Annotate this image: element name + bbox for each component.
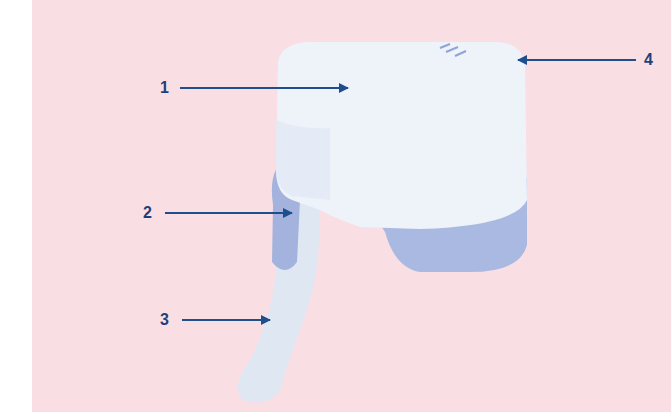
device-body-shade <box>276 120 330 200</box>
callout-number: 3 <box>160 310 169 330</box>
background-panel <box>32 0 671 412</box>
device-body <box>276 42 527 229</box>
device-top-marks <box>440 44 466 56</box>
callout-number: 1 <box>160 78 169 98</box>
leader-arrow <box>518 59 636 61</box>
leader-arrow <box>182 319 270 321</box>
callout-number: 2 <box>143 203 152 223</box>
leader-arrow <box>180 87 348 89</box>
callout-number: 4 <box>644 50 653 70</box>
leader-arrow <box>165 212 292 214</box>
